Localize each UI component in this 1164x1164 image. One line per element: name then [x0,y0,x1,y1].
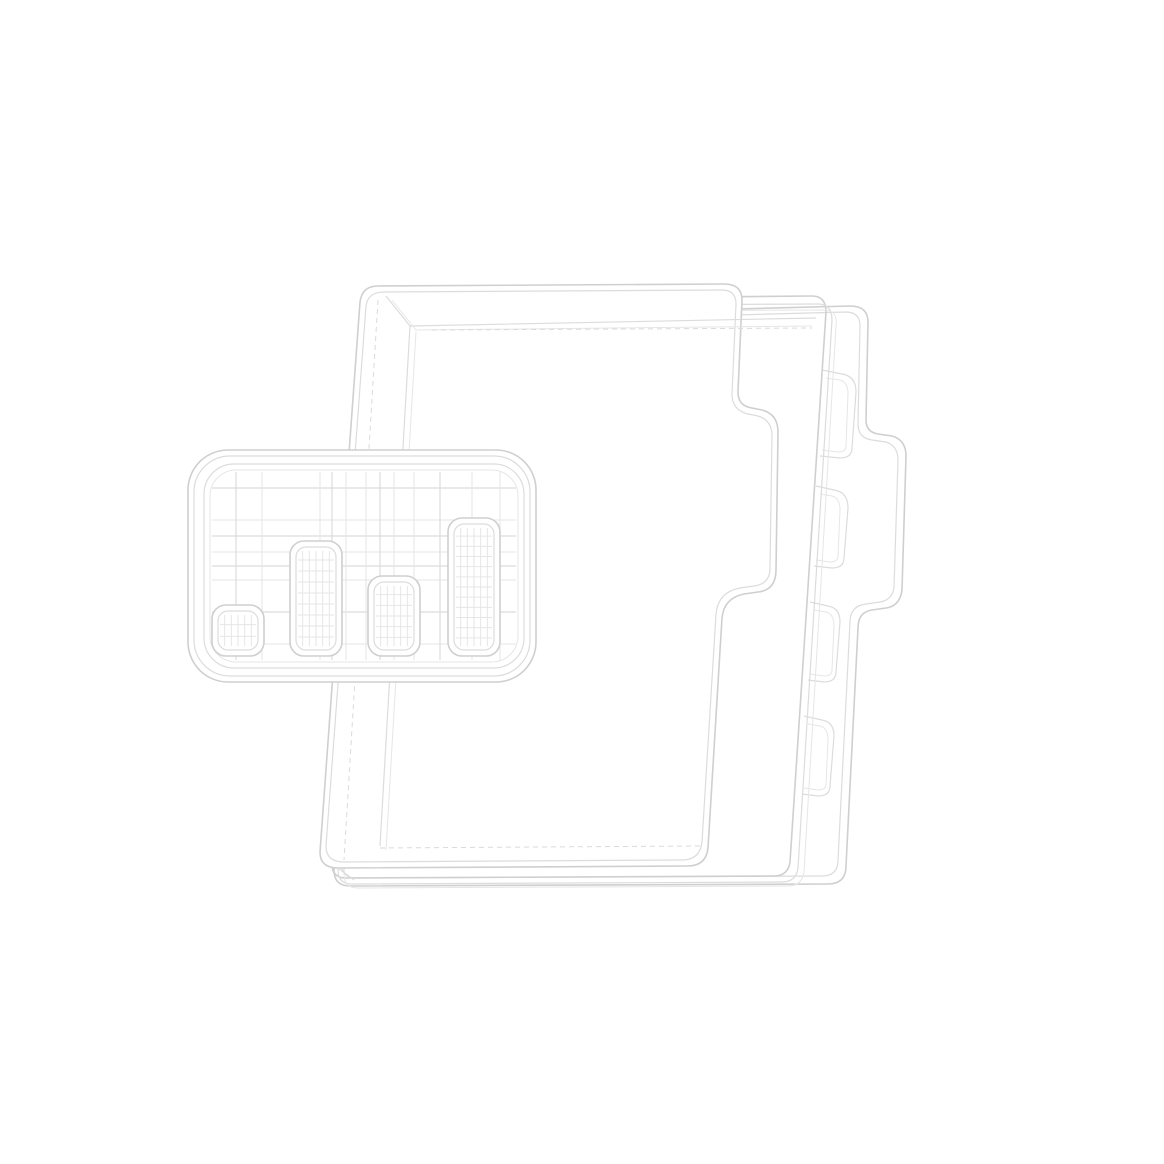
chart-bar [367,575,421,657]
chart-bar [447,517,501,657]
chart-bars [211,517,501,657]
chart-bar [211,604,265,657]
chart-grid [212,472,516,660]
folder-front-page [319,283,817,881]
chart-bar [289,540,343,657]
bar-chart-icon [187,449,537,683]
folder-tabs [801,369,857,797]
folder-icon [319,283,907,889]
